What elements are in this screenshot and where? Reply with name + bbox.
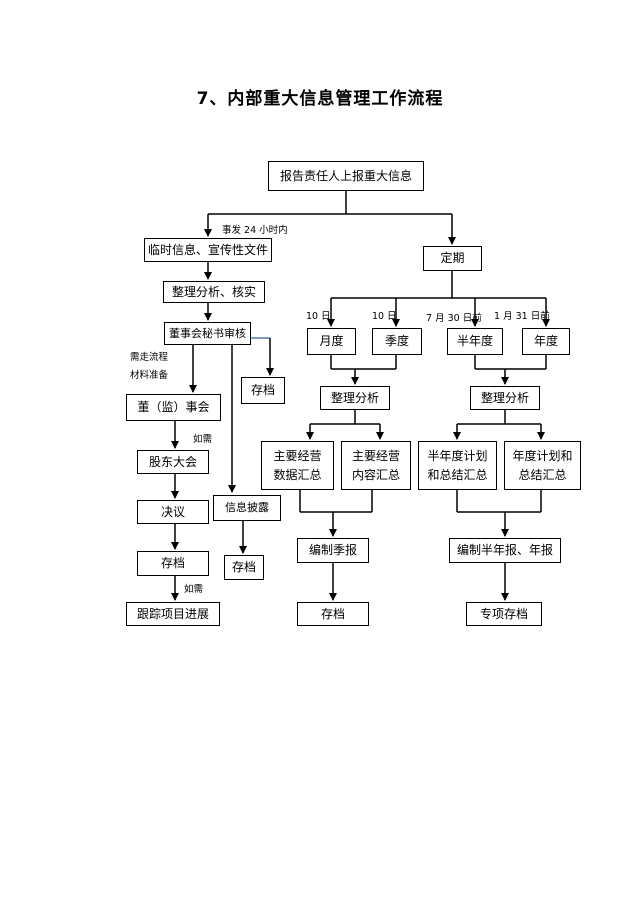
box-archive-left: 存档 bbox=[137, 551, 209, 576]
label-process-needed: 需走流程 bbox=[130, 352, 169, 363]
label-day-10-b: 10 日 bbox=[372, 311, 397, 322]
box-half-plan-line2: 和总结汇总 bbox=[427, 467, 488, 482]
box-analyze-right: 整理分析 bbox=[470, 386, 540, 410]
box-periodic: 定期 bbox=[423, 246, 482, 271]
box-shareholders: 股东大会 bbox=[137, 450, 209, 474]
label-july-30: 7 月 30 日前 bbox=[426, 313, 482, 324]
box-ops-data-line1: 主要经营 bbox=[273, 448, 322, 463]
box-report: 报告责任人上报重大信息 bbox=[268, 161, 424, 191]
box-annual-plan-line1: 年度计划和 bbox=[512, 448, 573, 463]
box-half-plan-line1: 半年度计划 bbox=[427, 448, 488, 463]
box-special-archive: 专项存档 bbox=[466, 602, 542, 626]
box-ops-content-line1: 主要经营 bbox=[351, 448, 400, 463]
box-ops-content-line2: 内容汇总 bbox=[351, 467, 400, 482]
box-track: 跟踪项目进展 bbox=[126, 602, 220, 626]
box-annual-plan: 年度计划和 总结汇总 bbox=[504, 441, 581, 490]
label-day-10-a: 10 日 bbox=[306, 311, 331, 322]
box-disclosure: 信息披露 bbox=[213, 495, 281, 521]
box-monthly: 月度 bbox=[307, 328, 356, 355]
page-title: 7、内部重大信息管理工作流程 bbox=[196, 89, 444, 109]
box-secretary-review: 董事会秘书审核 bbox=[164, 322, 251, 345]
box-analyze-verify: 整理分析、核实 bbox=[163, 281, 265, 303]
box-resolution: 决议 bbox=[137, 500, 209, 524]
label-jan-31: 1 月 31 日前 bbox=[494, 311, 550, 322]
box-half-plan: 半年度计划 和总结汇总 bbox=[418, 441, 497, 490]
label-prepare-materials: 材料准备 bbox=[130, 370, 169, 381]
box-ops-content: 主要经营 内容汇总 bbox=[341, 441, 411, 490]
box-annual: 年度 bbox=[522, 328, 570, 355]
label-if-needed-1: 如需 bbox=[193, 434, 213, 445]
box-archive-disclosure: 存档 bbox=[224, 555, 264, 580]
box-ops-data: 主要经营 数据汇总 bbox=[261, 441, 334, 490]
label-within-24h: 事发 24 小时内 bbox=[222, 225, 288, 236]
box-board: 董（监）事会 bbox=[126, 394, 221, 421]
box-temp-info: 临时信息、宣传性文件 bbox=[144, 238, 272, 262]
box-ops-data-line2: 数据汇总 bbox=[273, 467, 322, 482]
box-quarterly-report: 编制季报 bbox=[297, 538, 369, 563]
box-archive-quarterly: 存档 bbox=[297, 602, 369, 626]
box-quarterly: 季度 bbox=[372, 328, 422, 355]
box-half-year: 半年度 bbox=[447, 328, 503, 355]
label-if-needed-2: 如需 bbox=[184, 584, 204, 595]
box-half-annual-report: 编制半年报、年报 bbox=[449, 538, 561, 563]
box-analyze-left: 整理分析 bbox=[320, 386, 390, 410]
box-annual-plan-line2: 总结汇总 bbox=[518, 467, 567, 482]
box-archive-right: 存档 bbox=[241, 377, 285, 404]
